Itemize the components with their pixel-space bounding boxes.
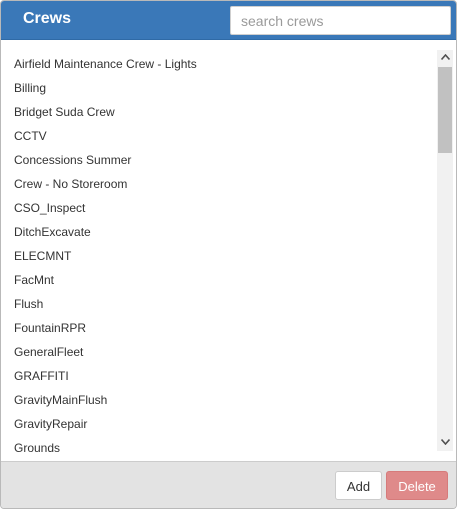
panel-header: Crews [1, 1, 456, 40]
crew-list-item[interactable]: FountainRPR [14, 321, 87, 335]
crew-list-item[interactable]: Airfield Maintenance Crew - Lights [14, 57, 197, 71]
crew-list-item[interactable]: ELECMNT [14, 249, 72, 263]
crew-list-item[interactable]: Flush [14, 297, 44, 311]
scroll-up-icon[interactable] [437, 50, 453, 66]
crew-list-item[interactable]: GeneralFleet [14, 345, 84, 359]
crew-list-item[interactable]: GravityMainFlush [14, 393, 108, 407]
search-crews-input[interactable] [230, 6, 451, 35]
crew-list-item[interactable]: GravityRepair [14, 417, 88, 431]
scroll-thumb[interactable] [438, 67, 452, 153]
panel-title: Crews [23, 10, 72, 27]
crew-list-item[interactable]: GRAFFITI [14, 369, 69, 383]
panel-footer: Add Delete [1, 461, 456, 508]
crew-list-item[interactable]: DitchExcavate [14, 225, 91, 239]
list-scrollbar[interactable] [437, 50, 453, 451]
crew-list-item[interactable]: Crew - No Storeroom [14, 177, 128, 191]
crew-list-item[interactable]: Billing [14, 81, 47, 95]
crew-list-item[interactable]: Concessions Summer [14, 153, 132, 167]
delete-button[interactable]: Delete [386, 471, 448, 500]
crew-list-item[interactable]: CCTV [14, 129, 47, 143]
crew-list-item[interactable]: CSO_Inspect [14, 201, 86, 215]
crew-list-item[interactable]: Bridget Suda Crew [14, 105, 115, 119]
crew-list-item[interactable]: Grounds [14, 441, 61, 455]
add-button[interactable]: Add [335, 471, 382, 500]
crew-list-item[interactable]: FacMnt [14, 273, 55, 287]
scroll-down-icon[interactable] [437, 435, 453, 451]
